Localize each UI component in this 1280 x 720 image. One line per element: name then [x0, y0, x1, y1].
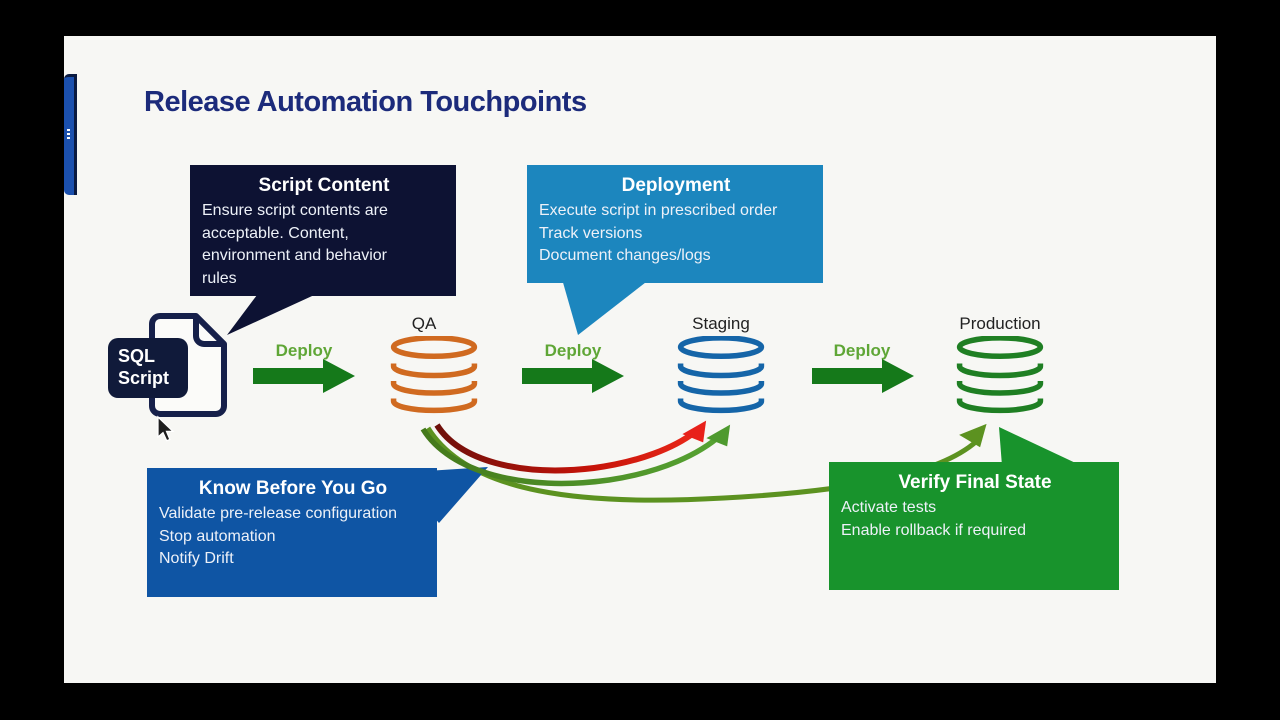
callout-script-content: Script Content Ensure script contents ar… [190, 165, 456, 296]
loop-arrow-green [420, 427, 724, 487]
presentation-slide: Release Automation Touchpoints Script Co… [64, 36, 1216, 683]
deploy-arrow-icon [253, 359, 355, 393]
callout-know-before-you-go: Know Before You Go Validate pre-release … [147, 468, 437, 597]
callout-body: Validate pre-release configuration Stop … [159, 505, 398, 568]
callout-body: Execute script in prescribed order Track… [539, 202, 778, 265]
deploy-arrow-icon [522, 359, 624, 393]
loop-arrow-red [434, 423, 697, 474]
callout-title: Deployment [621, 175, 731, 196]
deployment-tail [562, 279, 650, 335]
callout-title: Verify Final State [898, 472, 1052, 493]
side-panel-tab[interactable] [64, 74, 77, 195]
qa-database-icon [394, 338, 475, 411]
mouse-cursor-icon [157, 415, 175, 442]
callout-title: Script Content [258, 175, 390, 196]
env-label-qa: QA [411, 314, 437, 333]
env-label-staging: Staging [692, 314, 750, 333]
staging-database-icon [681, 338, 762, 411]
callout-deployment: Deployment Execute script in prescribed … [527, 165, 823, 283]
callout-body: Ensure script contents are acceptable. C… [202, 202, 388, 288]
callout-body: Activate tests Enable rollback if requir… [841, 499, 1026, 539]
page-title: Release Automation Touchpoints [144, 86, 587, 118]
deploy-arrow-icon [812, 359, 914, 393]
verify-final-tail [999, 427, 1082, 466]
loop-arrow-red-head [682, 420, 707, 443]
callout-verify-final-state: Verify Final State Activate tests Enable… [829, 462, 1119, 590]
script-content-tail [227, 291, 323, 335]
sql-script-badge: SQL Script [108, 338, 188, 398]
vertical-dots-icon [67, 129, 70, 141]
callout-title: Know Before You Go [198, 478, 388, 499]
loop-arrow-olive-head [959, 423, 987, 448]
production-database-icon [960, 338, 1041, 411]
loop-arrow-green-head [706, 424, 731, 447]
deploy-label-1: Deploy [275, 341, 333, 360]
deploy-label-3: Deploy [833, 341, 891, 360]
deploy-label-2: Deploy [544, 341, 602, 360]
env-label-production: Production [959, 314, 1041, 333]
